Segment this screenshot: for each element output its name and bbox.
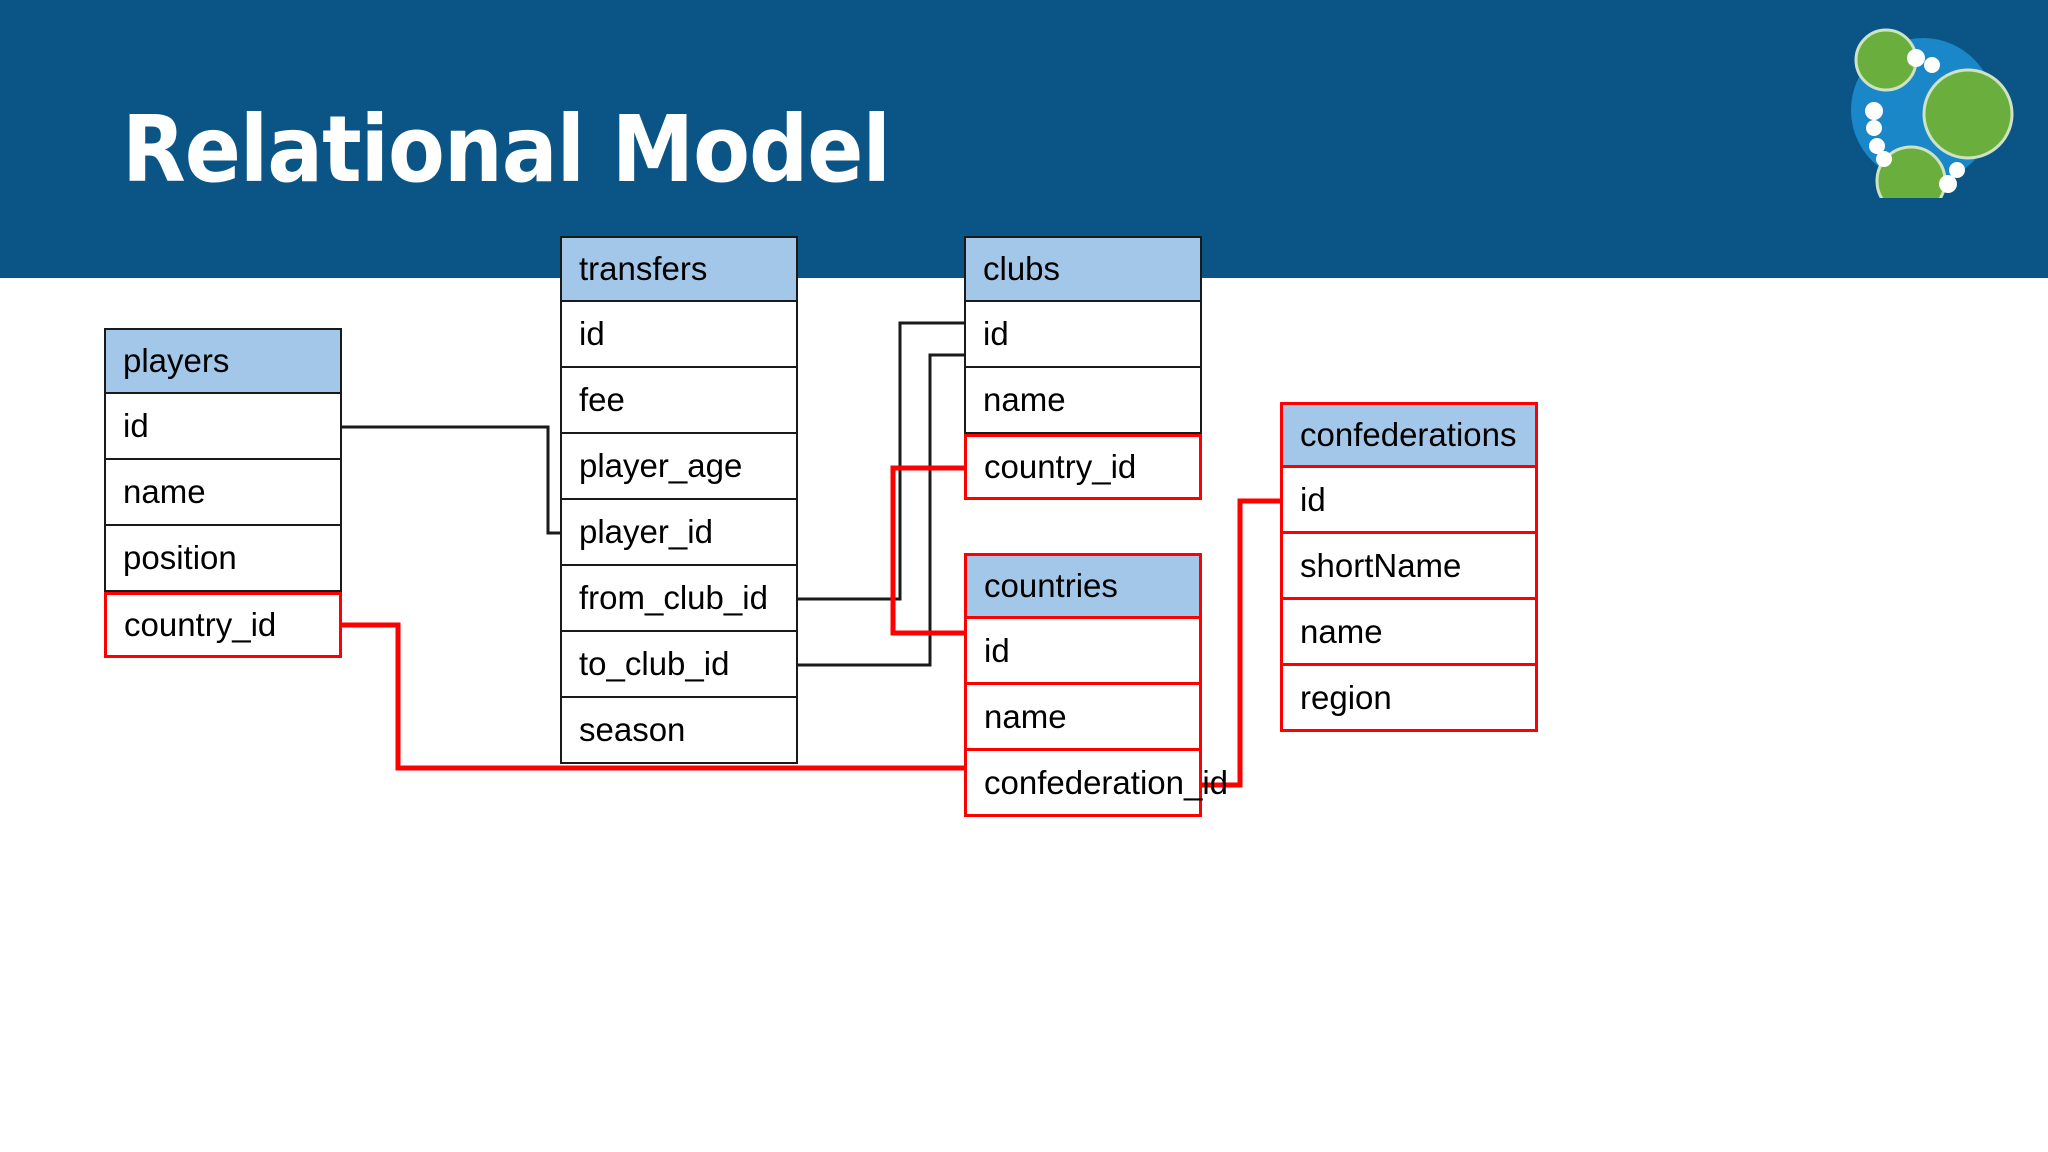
entity-players-column-position[interactable]: position xyxy=(104,526,342,592)
entity-confederations-header: confederations xyxy=(1280,402,1538,468)
entity-clubs-column-id[interactable]: id xyxy=(964,302,1202,368)
entity-transfers-column-from-club-id[interactable]: from_club_id xyxy=(560,566,798,632)
entity-players-column-name[interactable]: name xyxy=(104,460,342,526)
neo4j-logo xyxy=(1851,28,2014,198)
entity-confederations-column-region[interactable]: region xyxy=(1280,666,1538,732)
entity-countries[interactable]: countries id name confederation_id xyxy=(964,553,1228,817)
entity-players[interactable]: players id name position country_id xyxy=(104,328,342,658)
edge-clubs-country-id-to-countries-id xyxy=(890,465,964,636)
entity-transfers-header: transfers xyxy=(560,236,798,302)
entity-players-header: players xyxy=(104,328,342,394)
entity-clubs[interactable]: clubs id name country_id xyxy=(964,236,1202,500)
entity-confederations-column-shortname[interactable]: shortName xyxy=(1280,534,1538,600)
edge-transfers-to-club-id-to-clubs-id xyxy=(798,353,964,667)
edge-countries-confederation-id-to-confederations-id xyxy=(1202,498,1280,788)
entity-clubs-header: clubs xyxy=(964,236,1202,302)
entity-countries-column-confederation-id[interactable]: confederation_id xyxy=(964,751,1228,817)
entity-transfers-column-to-club-id[interactable]: to_club_id xyxy=(560,632,798,698)
entity-transfers[interactable]: transfers id fee player_age player_id fr… xyxy=(560,236,798,764)
entity-transfers-column-fee[interactable]: fee xyxy=(560,368,798,434)
entity-transfers-column-player-id[interactable]: player_id xyxy=(560,500,798,566)
slide-header-banner: Relational Model xyxy=(0,0,2048,278)
entity-transfers-column-id[interactable]: id xyxy=(560,302,798,368)
er-diagram: players id name position country_id tran… xyxy=(0,236,2048,1152)
edge-transfers-from-club-id-to-clubs-id xyxy=(798,321,964,601)
entity-countries-column-id[interactable]: id xyxy=(964,619,1202,685)
entity-confederations-column-id[interactable]: id xyxy=(1280,468,1538,534)
page-title: Relational Model xyxy=(122,96,891,203)
entity-countries-header: countries xyxy=(964,553,1202,619)
entity-clubs-column-country-id[interactable]: country_id xyxy=(964,434,1202,500)
entity-players-column-id[interactable]: id xyxy=(104,394,342,460)
entity-transfers-column-season[interactable]: season xyxy=(560,698,798,764)
entity-players-column-country-id[interactable]: country_id xyxy=(104,592,342,658)
entity-countries-column-name[interactable]: name xyxy=(964,685,1202,751)
entity-clubs-column-name[interactable]: name xyxy=(964,368,1202,434)
edge-players-id-to-transfers-player-id xyxy=(342,425,560,535)
entity-confederations-column-name[interactable]: name xyxy=(1280,600,1538,666)
entity-confederations[interactable]: confederations id shortName name region xyxy=(1280,402,1538,732)
entity-transfers-column-player-age[interactable]: player_age xyxy=(560,434,798,500)
